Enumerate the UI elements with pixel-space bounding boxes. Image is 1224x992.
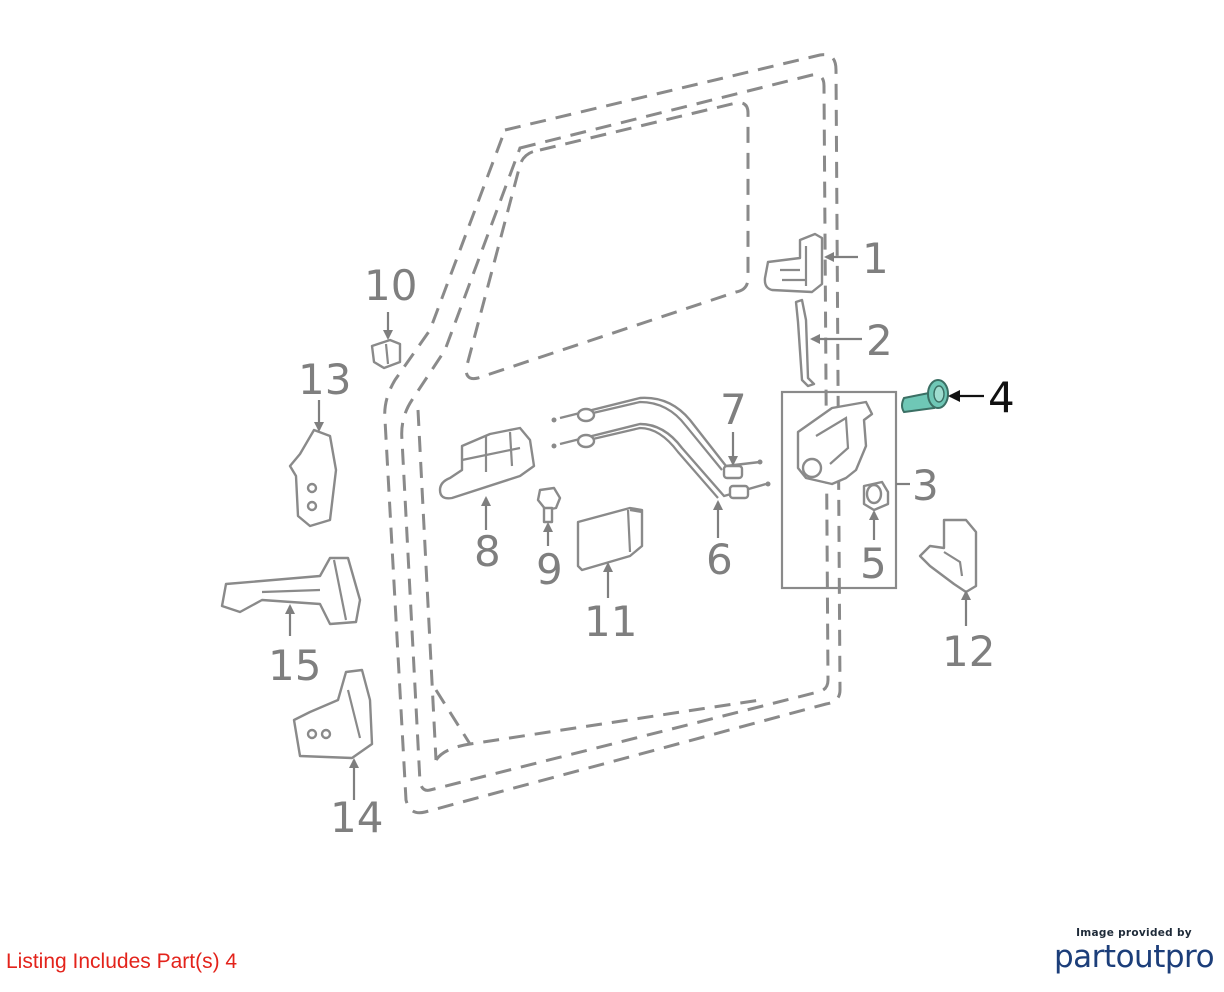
callout-12: 12 <box>942 627 995 676</box>
callout-4: 4 <box>988 373 1015 422</box>
callout-14: 14 <box>330 793 383 842</box>
part-8-outside-handle <box>438 426 536 500</box>
part-3-lock-assembly <box>780 390 898 590</box>
callout-3: 3 <box>912 461 939 510</box>
part-2-lock-rod <box>794 298 816 388</box>
callout-8: 8 <box>474 527 501 576</box>
callout-10: 10 <box>364 261 417 310</box>
callout-9: 9 <box>536 545 563 594</box>
part-4-bolt <box>901 379 949 414</box>
credit-caption: Image provided by <box>1076 927 1192 939</box>
image-credit: Image provided by partoutpro <box>1054 927 1215 975</box>
callout-7: 7 <box>720 385 747 434</box>
part-11-module <box>576 506 644 572</box>
leader-lines <box>285 252 984 800</box>
part-13-upper-hinge <box>288 428 338 528</box>
partoutpro-logo: partoutpro <box>1054 939 1215 975</box>
callout-11: 11 <box>584 597 637 646</box>
part-5-bushing <box>862 480 890 512</box>
part-15-door-check <box>220 556 362 626</box>
part-9-screw <box>536 486 562 524</box>
part-10-clip <box>370 338 402 370</box>
callout-6: 6 <box>706 535 733 584</box>
part-14-lower-hinge <box>292 668 374 760</box>
callout-15: 15 <box>268 641 321 690</box>
callout-labels: 1 2 3 4 5 6 7 8 9 10 11 12 13 14 15 <box>268 234 1015 842</box>
part-6-7-cables <box>551 396 771 500</box>
part-12-striker <box>918 518 978 594</box>
listing-includes-note: Listing Includes Part(s) 4 <box>6 950 238 973</box>
callout-13: 13 <box>298 355 351 404</box>
callout-2: 2 <box>866 316 893 365</box>
callout-1: 1 <box>862 234 889 283</box>
callout-5: 5 <box>860 539 887 588</box>
part-1-inside-handle-bracket <box>763 232 824 294</box>
door-outline <box>383 53 842 815</box>
